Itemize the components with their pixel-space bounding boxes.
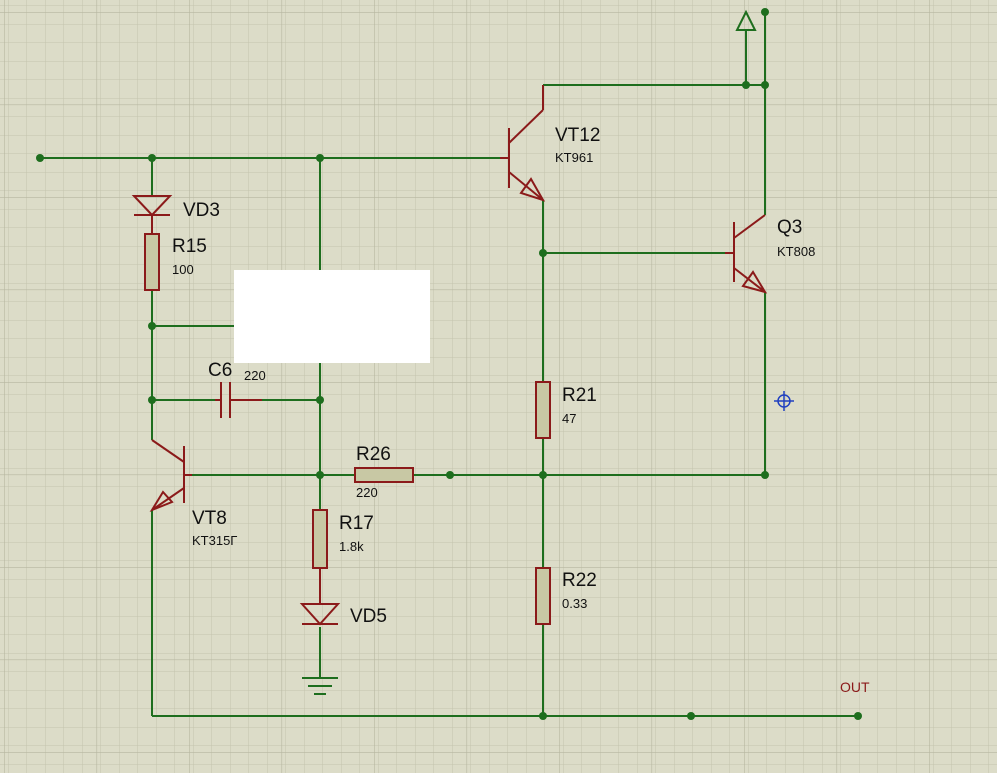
junctions	[36, 8, 862, 720]
r21-ref: R21	[562, 385, 597, 406]
out-net-label[interactable]: OUT	[840, 679, 870, 695]
crosshair-cursor-icon	[774, 391, 794, 411]
vd5-ref: VD5	[350, 606, 387, 627]
r26-ref: R26	[356, 444, 391, 465]
diode-vd5[interactable]: VD5	[299, 603, 387, 627]
r17-ref: R17	[339, 513, 374, 534]
r22-value: 0.33	[562, 596, 587, 611]
q3-value: KT808	[777, 244, 815, 259]
resistor-r26[interactable]: R26 220	[354, 444, 414, 500]
r26-value: 220	[356, 485, 378, 500]
blank-overlay-box	[234, 270, 430, 363]
vt12-ref: VT12	[555, 125, 600, 146]
transistor-q3[interactable]: Q3 KT808	[725, 214, 815, 294]
vt12-value: KT961	[555, 150, 593, 165]
r22-ref: R22	[562, 570, 597, 591]
q3-ref: Q3	[777, 217, 802, 238]
r17-value: 1.8k	[339, 539, 364, 554]
resistor-r17[interactable]: R17 1.8k	[312, 509, 374, 603]
resistor-r15[interactable]: R15 100	[144, 233, 207, 291]
capacitor-c6[interactable]: C6 220	[208, 360, 266, 418]
c6-value: 220	[244, 368, 266, 383]
resistor-r21[interactable]: R21 47	[535, 381, 597, 439]
r21-value: 47	[562, 411, 576, 426]
diode-vd3[interactable]: VD3	[131, 195, 220, 234]
resistor-r22[interactable]: R22 0.33	[535, 567, 597, 625]
r15-ref: R15	[172, 236, 207, 257]
vt8-value: KT315Г	[192, 533, 237, 548]
c6-ref: C6	[208, 360, 232, 381]
transistor-vt8[interactable]: VT8 KT315Г	[149, 439, 237, 548]
vt8-ref: VT8	[192, 508, 227, 529]
ground-icon[interactable]	[302, 677, 338, 695]
power-terminal-icon[interactable]	[735, 9, 757, 31]
r15-value: 100	[172, 262, 194, 277]
vd3-ref: VD3	[183, 200, 220, 221]
transistor-vt12[interactable]: VT12 KT961	[500, 85, 600, 202]
